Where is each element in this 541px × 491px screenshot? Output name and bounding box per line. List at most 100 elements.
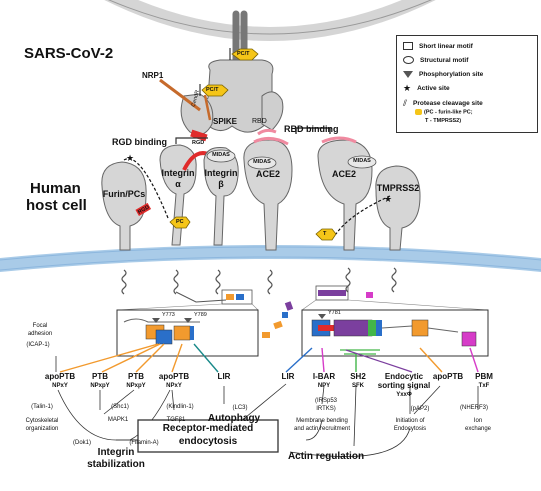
midas-ace2-left-label: MIDAS [253,159,271,165]
legend-short-linear-motif: Short linear motif [419,42,473,50]
legend-phosphorylation-site: Phosphorylation site [419,70,484,78]
structural-motif-icon [403,56,414,64]
pbm-label: PBM [475,372,493,381]
ptb-2: PTB [92,372,108,381]
integrin-blue-motif [155,329,173,345]
short-linear-motif-icon [403,42,413,50]
apoptb-right: apoPTB [432,372,464,381]
tgfb1-label: TGFβ1 [166,417,186,423]
nrp1-label: NRP1 [142,71,164,80]
integrin-stab-1: Integrin [97,447,135,458]
integrin-alpha-head [159,144,197,246]
rbd-label: RBD [252,118,267,125]
rbd-binding-label: RBD binding [284,124,339,134]
midas-ace2-right-label: MIDAS [353,158,371,164]
host-label-line2: host cell [26,197,87,214]
ace2-purple-segment [333,319,373,337]
t-label: T [323,231,327,237]
legend: Short linear motif Structural motif Phos… [396,35,538,133]
irtks-label: IRTKS) [316,406,336,412]
ace2-green-segment [368,320,376,336]
ace2-left-label: ACE2 [255,169,281,179]
lc3-label: (LC3) [232,405,248,411]
ace2-tail-bar [318,290,346,296]
host-membrane [0,245,541,272]
y789-label: Y789 [194,312,207,318]
npxy-1: NPxY [52,383,68,389]
shc1-label: (Shc1) [111,404,129,410]
legend-structural-motif: Structural motif [420,56,469,64]
focal-adhesion-2: adhesion [27,331,53,337]
autophagy-label: Autophagy [207,413,261,424]
spike-label: SPIKE [213,117,238,126]
integrin-beta-label-2: β [218,179,224,189]
phosphorylation-site-icon [403,70,413,78]
furin-body [101,161,147,251]
initiation-1: Initiation of [395,418,425,424]
ion-2: exchange [464,426,492,432]
svg-text:★: ★ [126,153,134,163]
integrin-orange-motif-2 [173,325,191,341]
endocytic-2: sorting signal [377,381,431,390]
midas-ace2-left [247,156,277,170]
legend-protease-cleavage-site: Protease cleavage site [413,99,483,107]
integrin-alpha-label-1: Integrin [161,168,195,178]
pc-label: PC [176,219,184,225]
midas-integrin [206,149,236,163]
furin-label: Furin/PCs [102,189,146,199]
npy-label: NPY [317,383,331,389]
npxy-2: NPxpY [90,383,110,389]
talin-label: (Talin-1) [31,404,53,410]
rgd-binding-label: RGD binding [112,137,167,147]
yxxphi-label: YxxΦ [396,392,412,398]
sfk-label: SFK [352,383,364,389]
pct-hex-top [231,48,259,61]
focal-adhesion-1: Focal [32,323,48,329]
ap2-label: (pAP2) [410,406,430,412]
protease-cleavage-icon: ⫽ [403,97,408,108]
tmprss2-body [375,165,421,251]
legend-active-site: Active site [417,84,450,92]
rme-box [137,419,279,453]
host-label-line1: Human [30,180,81,197]
ace2-left-body [243,139,293,251]
lir-left: LIR [217,372,231,381]
virus-envelope-inner [108,0,432,35]
protease-hex-icon [415,109,422,115]
midas-ace2-right [347,155,377,169]
rme-label-1: Receptor-mediated [162,423,254,434]
active-site-icon: ★ [403,82,412,93]
apoptb-4: apoPTB [158,372,190,381]
kindlin-label: (Kindlin-1) [166,404,194,410]
icap1-label: (ICAP-1) [26,342,50,348]
initiation-2: Endocytosis [393,426,427,432]
pct-hex-mid [201,84,229,97]
cyto-1: Cytoskeletal [25,418,59,424]
mapk1-label: MAPK1 [107,417,129,423]
ace2-magenta-motif [461,331,477,347]
integrin-stab-2: stabilization [87,459,145,470]
spike-rgd-label: RGD [192,140,205,146]
spike-lobe-right [261,91,284,131]
furin-rgd-motif [135,202,152,216]
apoptb-1: apoPTB [44,372,76,381]
irsp53-label: (IRSp53 [314,398,338,404]
ace2-orange-motif [411,319,429,337]
svg-text:★: ★ [384,194,392,204]
npxy-4: NPxY [166,383,182,389]
virus-envelope [104,0,436,41]
dok1-label: (Dok1) [72,440,92,446]
ibar-label: I-BAR [312,372,336,381]
spike-lobe-left [180,93,214,136]
txf-label: TxF [478,383,490,389]
pct-top-label: PC/T [237,51,250,57]
tmprss2-label: TMPRSS2 [376,183,420,193]
rme-label-2: endocytosis [178,436,238,447]
legend-cleavage-detail-1: (PC - furin-like PC; [424,109,473,116]
endocytic-1: Endocytic [384,372,424,381]
integrin-beta-label-1: Integrin [204,168,238,178]
ptb-3: PTB [128,372,144,381]
membrane-1: Membrane bending [296,418,348,424]
pc-hex-furin [169,216,191,229]
legend-cleavage-detail-2: T - TMPRSS2) [425,118,462,124]
